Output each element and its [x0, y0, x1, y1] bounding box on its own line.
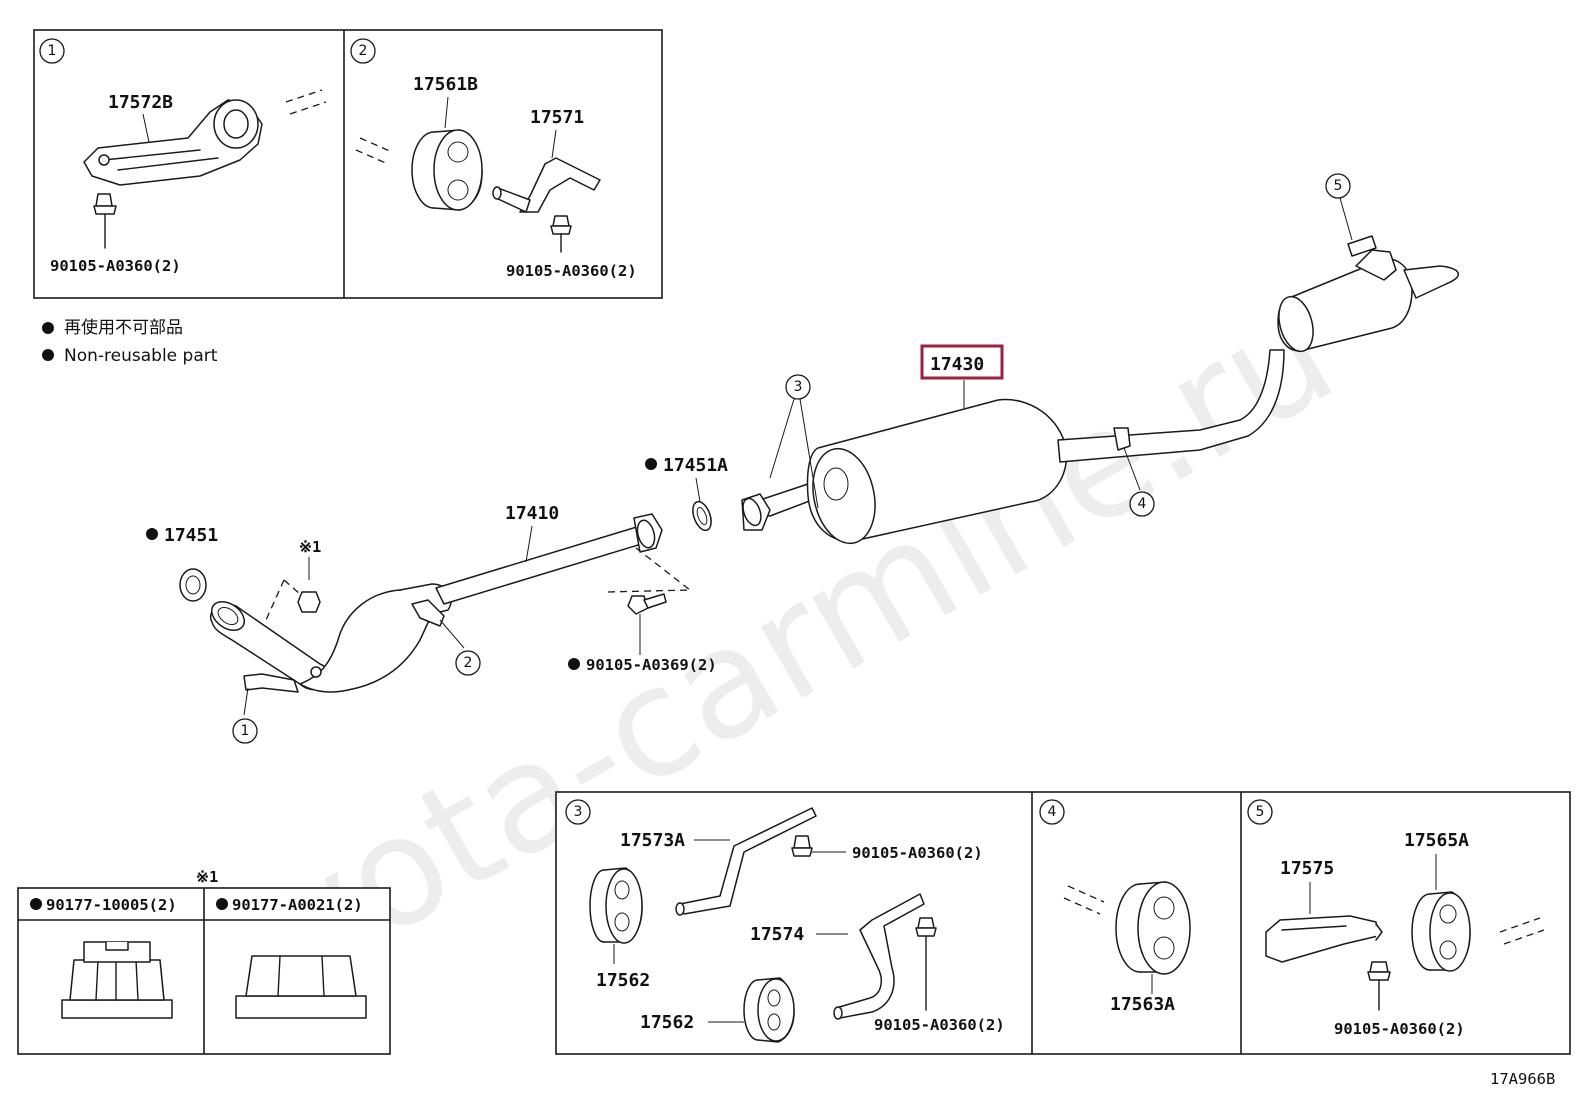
detail-5: 5 17575 90105-A0360(2) 17565A [1247, 799, 1545, 1038]
part-17451A: 17451A [663, 455, 728, 476]
highlight-17430 [920, 344, 1004, 380]
svg-text:1: 1 [241, 723, 250, 739]
ref-mark-1: ※1 [299, 538, 321, 556]
part-17410: 17410 [505, 503, 559, 524]
callout-3-circle [565, 799, 591, 825]
nut-ref-mark: ※1 [196, 868, 218, 886]
legend-en: Non-reusable part [64, 346, 218, 366]
callout-4-circle [1039, 799, 1065, 825]
bolt-label-front: 90105-A0369(2) [586, 656, 717, 674]
part-17573A: 17573A [620, 830, 685, 851]
bolt-label-2: 90105-A0360(2) [506, 262, 637, 280]
part-17561B: 17561B [413, 74, 478, 95]
bullet-icon [42, 322, 54, 334]
callout-1-label: 1 [48, 43, 57, 59]
callout-2-main [455, 650, 481, 676]
part-17574: 17574 [750, 924, 804, 945]
main-assembly: 17451 ※1 1 2 17410 90105-A [146, 173, 1459, 744]
part-17572B: 17572B [108, 92, 173, 113]
callout-2-label: 2 [359, 43, 368, 59]
callout-4-main [1129, 491, 1155, 517]
part-17562-a: 17562 [596, 970, 650, 991]
nut-b-label: 90177-A0021(2) [232, 896, 363, 914]
svg-text:3: 3 [574, 804, 583, 820]
svg-text:5: 5 [1334, 178, 1343, 194]
part-17563A: 17563A [1110, 994, 1175, 1015]
svg-text:3: 3 [794, 379, 803, 395]
part-17565A: 17565A [1404, 830, 1469, 851]
nut-b-icon [235, 955, 367, 1019]
diagram-code: 17A966B [1490, 1070, 1555, 1088]
detail-box-3-4-5 [555, 791, 1571, 1055]
detail-4: 4 17563A [1039, 799, 1191, 1015]
svg-text:5: 5 [1256, 804, 1265, 820]
svg-text:4: 4 [1138, 496, 1147, 512]
detail-1: 1 17572B 90105-A0360(2) [39, 38, 327, 275]
callout-5-main [1325, 173, 1351, 199]
svg-text:2: 2 [464, 655, 473, 671]
bolt-label-3a: 90105-A0360(2) [852, 844, 983, 862]
callout-3-main [785, 374, 811, 400]
nut-table: ※1 90177-10005(2) 90177-A0021(2) [17, 868, 391, 1055]
nut-a-label: 90177-10005(2) [46, 896, 177, 914]
bullet-icon [568, 658, 580, 670]
part-17575: 17575 [1280, 858, 1334, 879]
callout-1-main [232, 718, 258, 744]
svg-text:4: 4 [1048, 804, 1057, 820]
bolt-label-1: 90105-A0360(2) [50, 257, 181, 275]
part-17430: 17430 [930, 354, 984, 375]
nut-a-icon [61, 941, 173, 1019]
bolt-label-3b: 90105-A0360(2) [874, 1016, 1005, 1034]
legend: 再使用不可部品 Non-reusable part [42, 317, 218, 366]
callout-1-circle [39, 38, 65, 64]
callout-2-circle [350, 38, 376, 64]
part-17451: 17451 [164, 525, 218, 546]
bullet-icon [146, 528, 158, 540]
bullet-icon [30, 898, 42, 910]
part-17571: 17571 [530, 107, 584, 128]
bullet-icon [42, 349, 54, 361]
callout-5-circle [1247, 799, 1273, 825]
part-17562-b: 17562 [640, 1012, 694, 1033]
detail-2: 2 17561B 17571 90105-A0360(2) [350, 38, 637, 280]
legend-jp: 再使用不可部品 [64, 317, 183, 338]
bolt-label-5: 90105-A0360(2) [1334, 1020, 1465, 1038]
detail-3: 3 17573A 90105-A0360(2) 17562 17574 9010… [565, 799, 1005, 1043]
bullet-icon [216, 898, 228, 910]
bullet-icon [645, 458, 657, 470]
